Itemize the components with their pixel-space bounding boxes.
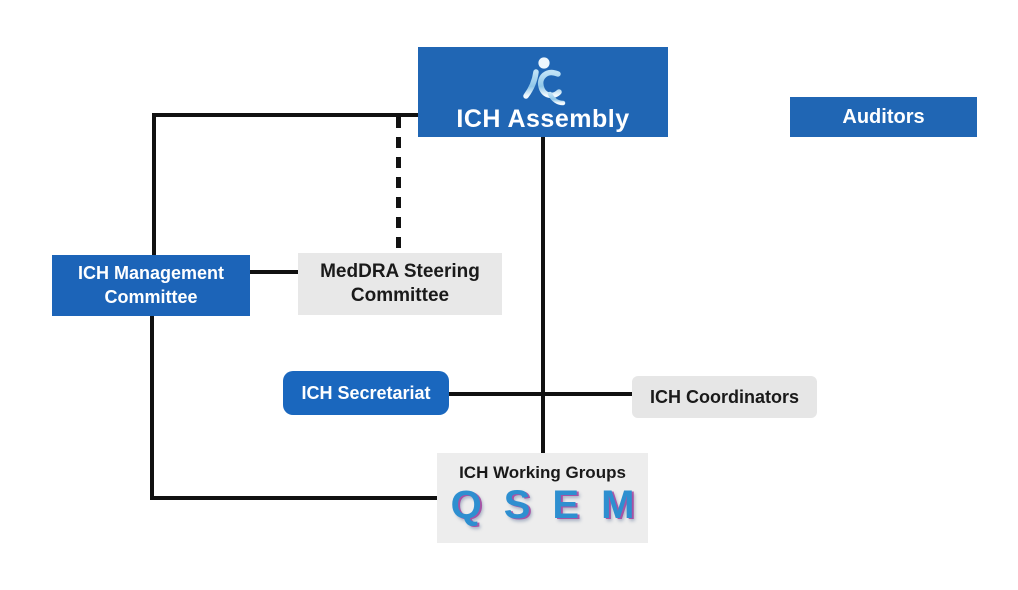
node-ich-secretariat: ICH Secretariat: [283, 371, 449, 415]
ich-figure-logo: [523, 56, 566, 105]
connector-management-to-working-horizontal: [150, 496, 437, 500]
management-committee-line1: ICH Management: [77, 263, 225, 284]
connector-assembly-to-working-vertical: [541, 137, 545, 453]
connector-secretariat-to-coordinators: [449, 392, 632, 396]
node-ich-management-committee: ICH Management Committee: [52, 255, 250, 316]
node-ich-coordinators: ICH Coordinators: [632, 376, 817, 418]
node-meddra-steering-committee: MedDRA Steering Committee: [298, 253, 502, 315]
meddra-steering-line2: Committee: [350, 285, 450, 306]
letter-s: S: [503, 483, 531, 527]
auditors-label: Auditors: [842, 105, 925, 128]
node-auditors: Auditors: [790, 97, 977, 137]
connector-assembly-to-management-vertical: [152, 113, 156, 255]
letter-e: E: [552, 483, 580, 527]
working-groups-label: ICH Working Groups: [459, 463, 626, 482]
connector-assembly-to-meddra-dashed: [396, 117, 401, 253]
connector-management-to-working-vertical: [150, 316, 154, 500]
coordinators-label: ICH Coordinators: [649, 386, 799, 407]
node-ich-working-groups: ICH Working Groups Q S E M: [437, 453, 648, 543]
connector-assembly-left-horizontal: [152, 113, 418, 117]
secretariat-label: ICH Secretariat: [301, 382, 431, 403]
qsem-letters: Q S E M: [451, 485, 635, 525]
connector-management-to-meddra: [250, 270, 298, 274]
meddra-steering-line1: MedDRA Steering: [320, 261, 480, 283]
letter-m: M: [601, 483, 635, 527]
management-committee-line2: Committee: [104, 286, 198, 307]
node-ich-assembly: ICH Assembly: [418, 47, 668, 137]
letter-q: Q: [450, 483, 482, 527]
ich-assembly-label: ICH Assembly: [456, 104, 630, 133]
